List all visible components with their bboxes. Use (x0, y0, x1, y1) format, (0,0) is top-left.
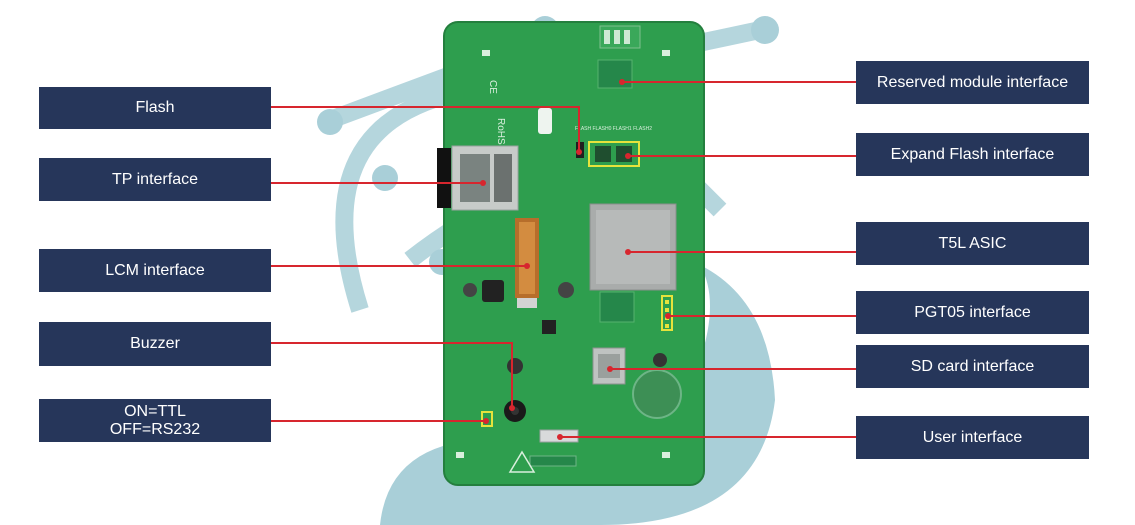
label-ttl-rs232-text: ON=TTL OFF=RS232 (109, 402, 201, 438)
rohs-mark: RoHS (495, 118, 506, 145)
leader-dots (480, 79, 671, 440)
certification-marks: CE RoHS (487, 80, 506, 145)
label-t5l-asic-text: T5L ASIC (938, 234, 1007, 252)
coin-cell (538, 108, 552, 134)
battery-holder (632, 369, 682, 419)
sd-card-slot (592, 347, 626, 385)
label-sd-card-interface: SD card interface (856, 345, 1089, 388)
label-buzzer: Buzzer (39, 322, 271, 366)
flash-silkscreen: FLASH FLASH0 FLASH1 FLASH2 (575, 126, 652, 132)
label-tp-interface-text: TP interface (112, 170, 198, 188)
mounting-pads (456, 50, 670, 458)
leader-buzzer (271, 342, 513, 408)
ttl-rs232-jumper (481, 411, 493, 427)
tp-connector (437, 145, 519, 211)
label-pgt05-interface: PGT05 interface (856, 291, 1089, 334)
label-t5l-asic: T5L ASIC (856, 222, 1089, 265)
label-tp-interface: TP interface (39, 158, 271, 201)
buzzer-component (504, 400, 526, 422)
label-user-interface-text: User interface (922, 428, 1023, 446)
t5l-asic-chip (589, 203, 677, 323)
label-lcm-interface: LCM interface (39, 249, 271, 292)
label-reserved-module-interface: Reserved module interface (856, 61, 1089, 104)
lcm-connector (515, 218, 539, 308)
leader-lines (271, 81, 856, 438)
label-expand-flash-interface-text: Expand Flash interface (890, 145, 1055, 163)
label-ttl-rs232: ON=TTL OFF=RS232 (39, 399, 271, 442)
label-lcm-interface-text: LCM interface (105, 261, 205, 279)
label-reserved-module-interface-text: Reserved module interface (876, 73, 1069, 91)
ce-mark: CE (487, 80, 498, 94)
label-sd-card-interface-text: SD card interface (910, 357, 1035, 375)
label-flash: Flash (39, 87, 271, 129)
leader-flash (271, 106, 580, 152)
reserved-module-footprint (597, 25, 641, 89)
label-flash-text: Flash (135, 99, 175, 116)
label-user-interface: User interface (856, 416, 1089, 459)
label-buzzer-text: Buzzer (130, 335, 180, 352)
label-pgt05-interface-text: PGT05 interface (914, 303, 1031, 321)
label-expand-flash-interface: Expand Flash interface (856, 133, 1089, 176)
warning-triangle (508, 450, 536, 473)
